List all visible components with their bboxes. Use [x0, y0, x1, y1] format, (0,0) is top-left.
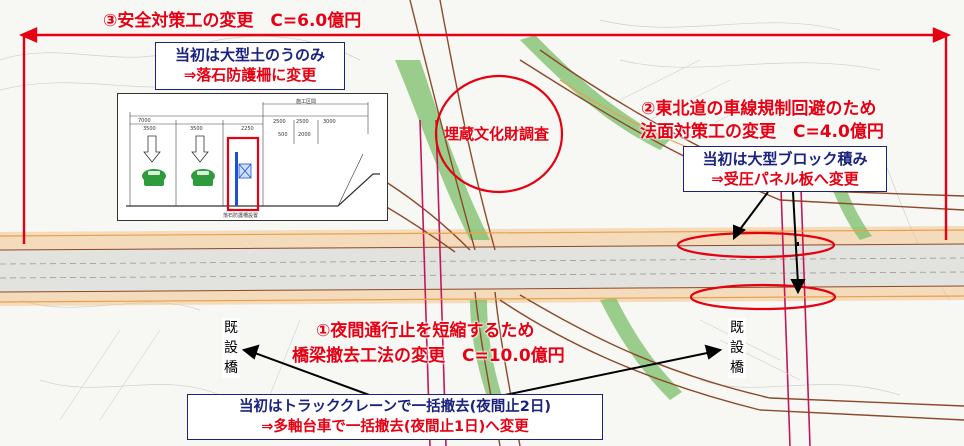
inset-dim-b: 3500 [143, 126, 156, 132]
existing-bridge-left-char3: 橋 [224, 360, 238, 376]
existing-bridge-left-char1: 既 [224, 320, 238, 336]
archaeological-survey-label: 埋蔵文化財調査 [444, 125, 550, 143]
safety-measure-note-line2: ⇒落石防護柵に変更 [183, 66, 317, 84]
existing-bridge-label-right: 既 設 橋 [728, 318, 746, 378]
bridge-removal-title-line1: ①夜間通行止を短縮するため [316, 321, 535, 341]
inset-dim-i: 2000 [298, 132, 311, 138]
existing-bridge-label-left: 既 設 橋 [222, 318, 240, 378]
survey-area-outline [434, 74, 564, 194]
slope-work-note: 当初は大型ブロック積み ⇒受圧パネル板へ変更 [683, 146, 887, 192]
bridge-removal-note-line2: ⇒多軸台車で一括撤去(夜間止1日)へ変更 [261, 419, 529, 435]
slope-work-title-line1: ②東北道の車線規制回避のため [641, 99, 877, 119]
existing-bridge-right-char2: 設 [730, 340, 744, 356]
inset-dim-h: 500 [278, 132, 288, 138]
slope-work-title-line2: 法面対策工の変更 C=4.0億円 [640, 122, 884, 142]
slope-area-ellipse-lower [689, 283, 837, 311]
inset-dim-d: 2250 [241, 126, 254, 132]
existing-bridge-right-char1: 既 [730, 320, 744, 336]
bridge-removal-note: 当初はトラッククレーンで一括撤去(夜間止2日) ⇒多軸台車で一括撤去(夜間止1日… [187, 394, 603, 440]
inset-dim-e: 2500 [273, 119, 286, 125]
inset-dim-f: 2500 [296, 119, 309, 125]
safety-measure-note: 当初は大型土のうのみ ⇒落石防護柵に変更 [155, 42, 345, 90]
bridge-removal-note-line1: 当初はトラッククレーンで一括撤去(夜間止2日) [238, 399, 552, 415]
inset-dim-g: 3000 [323, 119, 336, 125]
bridge-removal-title-line2: 橋梁撤去工法の変更 C=10.0億円 [292, 346, 565, 366]
slope-work-note-line1: 当初は大型ブロック積み [702, 150, 868, 168]
cross-section-inset: 7000 3500 3500 2250 2500 2500 3000 500 2… [117, 93, 388, 221]
inset-dim-a: 7000 [138, 118, 151, 124]
slope-area-ellipse-upper [676, 231, 836, 259]
existing-bridge-right-char3: 橋 [730, 360, 744, 376]
safety-measure-bracket [18, 27, 952, 244]
slope-work-note-line2: ⇒受圧パネル板へ変更 [711, 170, 859, 188]
safety-measure-note-line1: 当初は大型土のうのみ [174, 46, 325, 64]
cross-section-drawing [118, 94, 387, 220]
existing-bridge-left-char2: 設 [224, 340, 238, 356]
inset-dim-c: 3500 [190, 126, 203, 132]
inset-header: 施工区間 [296, 99, 317, 105]
inset-caption: 落石防護柵設置 [223, 213, 259, 219]
safety-measure-title: ③安全対策工の変更 C=6.0億円 [103, 11, 362, 31]
